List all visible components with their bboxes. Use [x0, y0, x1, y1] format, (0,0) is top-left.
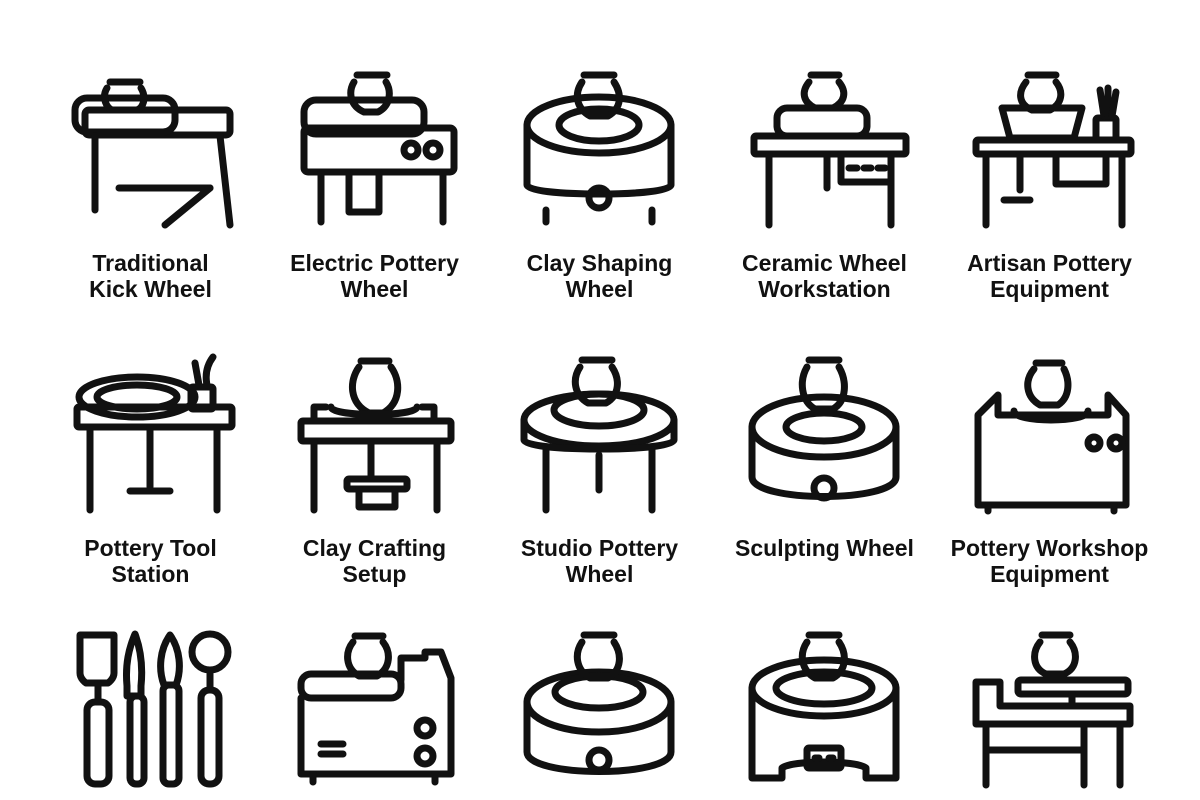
pottery-workshop-equipment-icon [974, 359, 1130, 515]
ceramic-wheel-workstation-icon [750, 71, 910, 229]
artisan-pottery-equipment-icon [972, 71, 1135, 229]
housed-pottery-wheel-icon [748, 631, 900, 782]
studio-pottery-wheel-icon [520, 356, 678, 514]
traditional-kick-wheel-icon [71, 78, 234, 229]
clay-shaping-wheel-icon [523, 71, 675, 226]
pottery-tools-icon [76, 630, 232, 788]
clay-crafting-setup-icon [297, 357, 455, 514]
icon-label: Sculpting Wheel [735, 535, 914, 561]
sculpting-wheel-icon [748, 356, 900, 502]
pottery-tool-station-icon [73, 353, 236, 514]
electric-pottery-wheel-icon [300, 71, 458, 226]
pottery-desk-wheel-icon [972, 631, 1134, 789]
round-pottery-wheel-icon [523, 631, 675, 775]
compact-pottery-machine-icon [297, 632, 455, 786]
